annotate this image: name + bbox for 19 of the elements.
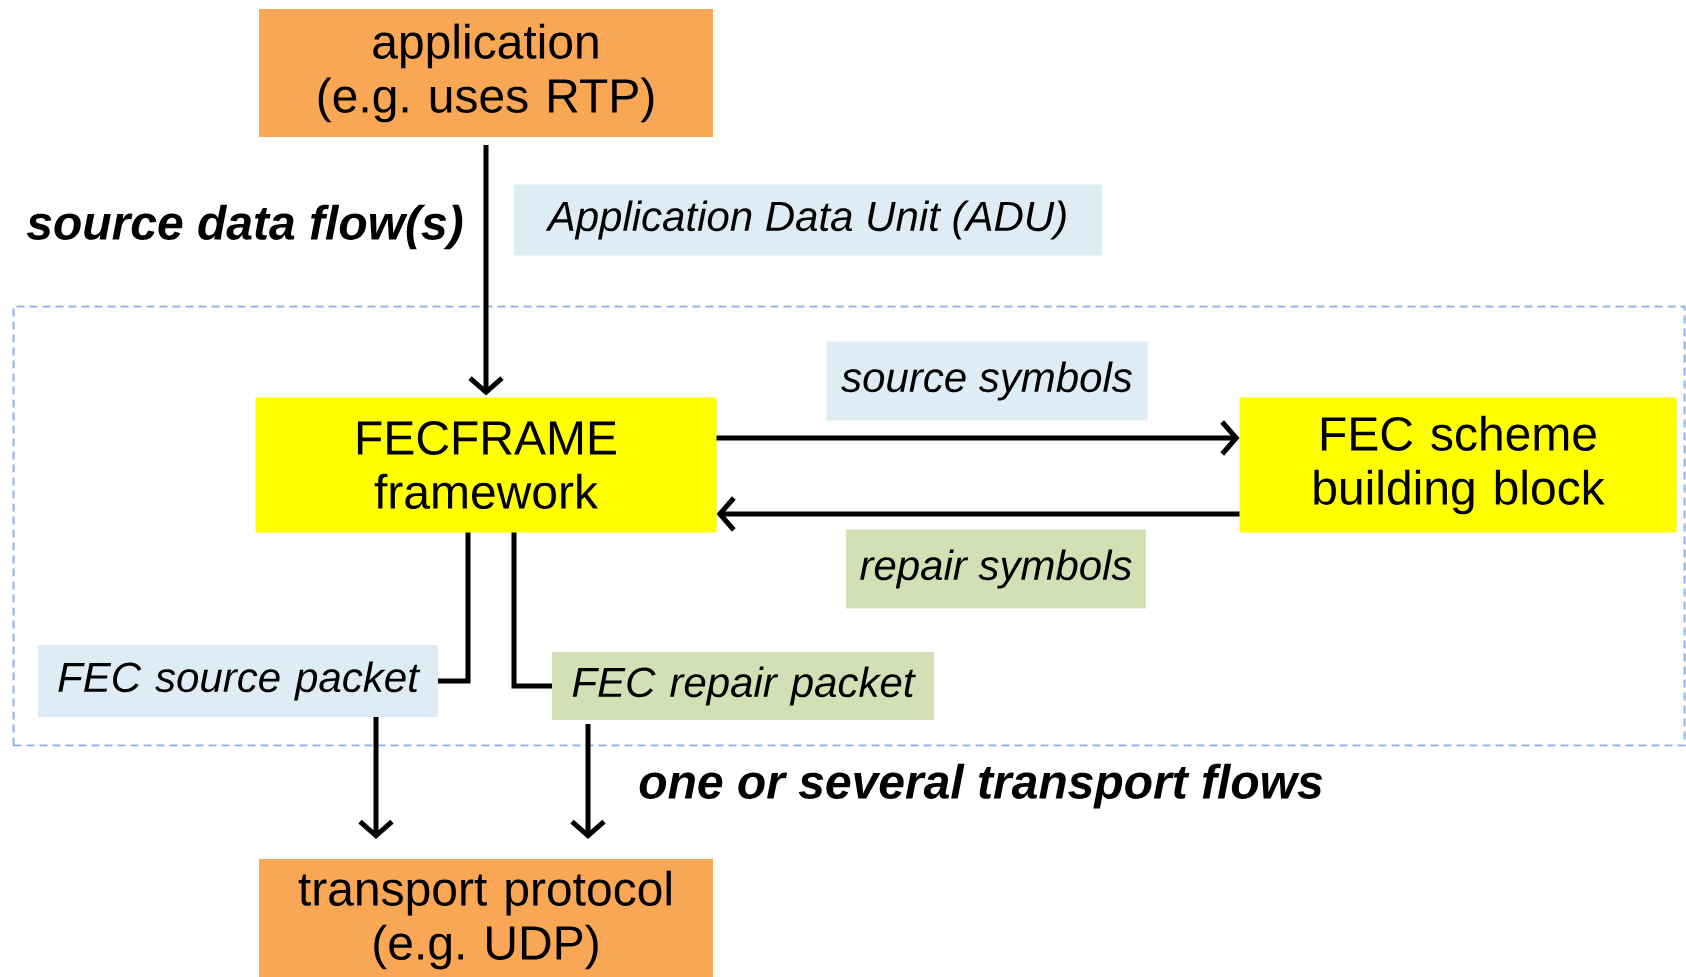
annotation-text: one or several transport flows	[639, 763, 1323, 809]
process-box: application (e.g. uses RTP)	[259, 9, 713, 137]
process-box: transport protocol (e.g. UDP)	[259, 859, 713, 977]
edge-label: Application Data Unit (ADU)	[514, 184, 1102, 256]
connector-line	[511, 532, 552, 689]
arrow	[570, 724, 606, 839]
process-box: FEC scheme building block	[1239, 397, 1677, 533]
arrow	[358, 717, 394, 839]
packet-box: FEC repair packet	[552, 652, 934, 720]
edge-label: repair symbols	[846, 529, 1146, 609]
arrow	[468, 145, 504, 396]
edge-label: source symbols	[826, 341, 1148, 421]
annotation-text: source data flow(s)	[26, 204, 463, 250]
arrow	[716, 496, 1240, 532]
connector-line	[438, 532, 471, 684]
process-box: FECFRAME framework	[255, 397, 717, 533]
packet-box: FEC source packet	[38, 645, 438, 717]
dashed-region	[12, 305, 1686, 747]
arrow	[716, 420, 1240, 456]
